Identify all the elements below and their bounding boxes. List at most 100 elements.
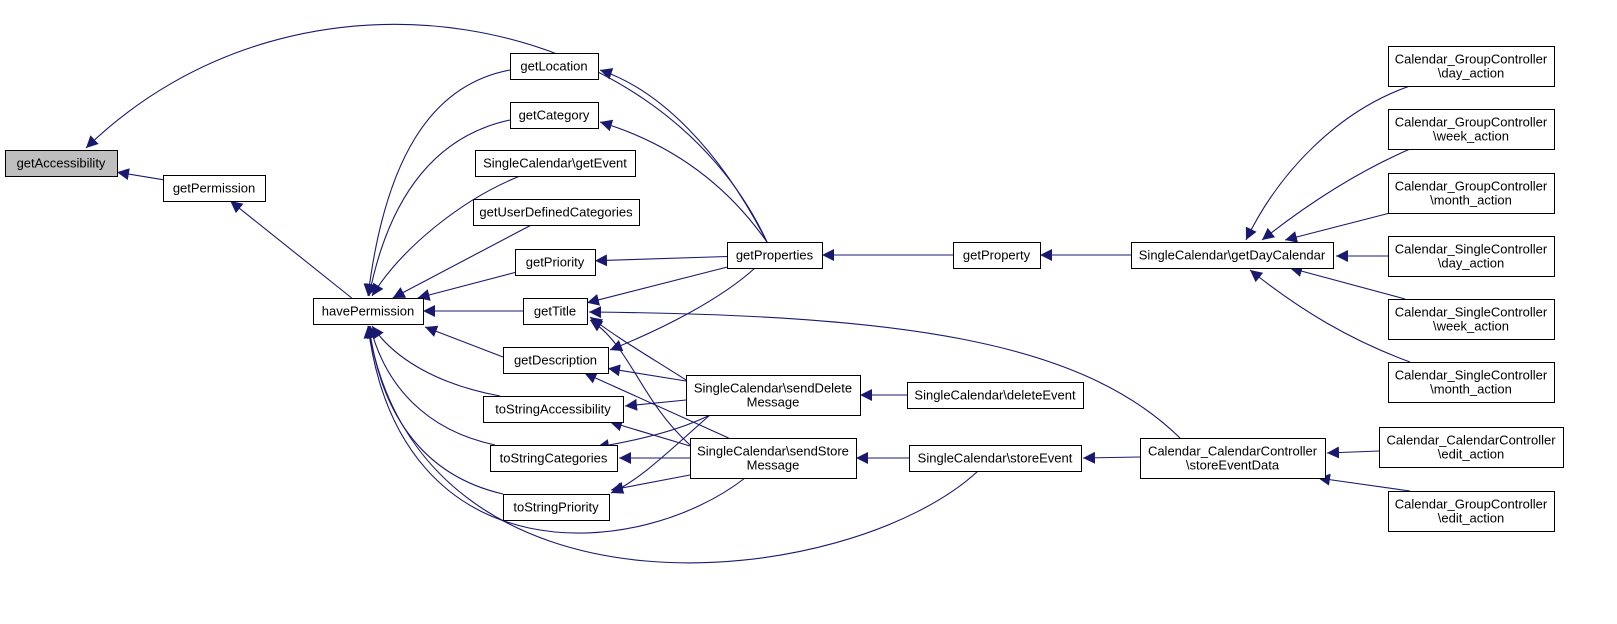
edge-line (610, 474, 691, 494)
edge-line (367, 325, 496, 446)
edge-store-event-data-to-get-title (588, 306, 1181, 439)
node-box (686, 375, 861, 416)
node-label: getLocation (520, 59, 587, 74)
node-store-event[interactable]: SingleCalendar\storeEvent (909, 445, 1082, 472)
edge-get-event-to-have-permission (371, 175, 521, 297)
node-to-string-priority[interactable]: toStringPriority (503, 494, 610, 521)
node-label: Message (747, 458, 800, 473)
edge-send-store-message-to-get-title (589, 319, 691, 446)
node-box (490, 445, 618, 472)
node-box (523, 298, 588, 325)
node-to-string-categories[interactable]: toStringCategories (490, 445, 618, 472)
edge-line (589, 319, 691, 446)
edge-group-day-to-get-day-calendar (1245, 85, 1411, 241)
node-box (1140, 438, 1326, 479)
node-cal-edit[interactable]: Calendar_CalendarController\edit_action (1379, 427, 1564, 468)
node-label: toStringAccessibility (495, 402, 611, 417)
edge-get-category-to-have-permission (365, 119, 511, 297)
node-label: \storeEventData (1186, 458, 1280, 473)
node-group-month[interactable]: Calendar_GroupController\month_action (1388, 173, 1555, 214)
node-get-day-calendar[interactable]: SingleCalendar\getDayCalendar (1131, 242, 1334, 269)
edges (85, 23, 1411, 564)
node-get-description[interactable]: getDescription (503, 347, 609, 374)
node-box (1388, 491, 1555, 532)
node-box (483, 396, 624, 423)
node-label: getPermission (173, 181, 255, 196)
node-single-week[interactable]: Calendar_SingleController\week_action (1388, 299, 1555, 340)
nodes: getAccessibility getPermission havePermiss… (5, 46, 1564, 532)
node-label: SingleCalendar\sendStore (697, 444, 849, 459)
node-label: \edit_action (1438, 447, 1505, 462)
node-get-user-defined-categories[interactable]: getUserDefinedCategories (473, 199, 640, 226)
node-label: Calendar_GroupController (1395, 179, 1548, 194)
node-label: toStringPriority (513, 500, 599, 515)
node-box (473, 199, 640, 226)
node-box (1388, 299, 1555, 340)
node-single-month[interactable]: Calendar_SingleController\month_action (1388, 362, 1555, 403)
node-label: \month_action (1430, 382, 1512, 397)
edge-send-store-message-to-to-string-priority (610, 474, 691, 494)
edge-get-properties-to-get-accessibility (85, 23, 768, 243)
node-label: SingleCalendar\deleteEvent (914, 388, 1076, 403)
edge-line (1284, 212, 1391, 243)
node-box (510, 53, 599, 80)
node-get-priority[interactable]: getPriority (515, 249, 596, 276)
edge-single-month-to-get-day-calendar (1249, 269, 1411, 363)
node-label: getProperty (963, 248, 1031, 263)
edge-cal-edit-to-store-event-data (1326, 446, 1380, 459)
node-label: getTitle (534, 304, 576, 319)
node-label: Calendar_SingleController (1395, 368, 1548, 383)
edge-send-store-message-to-get-description (584, 372, 729, 439)
node-get-property[interactable]: getProperty (953, 242, 1041, 269)
node-label: getDescription (514, 353, 597, 368)
node-get-title[interactable]: getTitle (523, 298, 588, 325)
node-label: Calendar_CalendarController (1148, 444, 1318, 459)
node-single-day[interactable]: Calendar_SingleController\day_action (1388, 236, 1555, 277)
edge-to-string-accessibility-to-have-permission (371, 325, 501, 397)
node-box (690, 438, 857, 479)
edge-line (417, 271, 516, 301)
node-group-week[interactable]: Calendar_GroupController\week_action (1388, 109, 1555, 150)
node-get-permission[interactable]: getPermission (163, 175, 266, 202)
edge-line (594, 254, 728, 267)
edge-line (624, 398, 687, 411)
node-group-edit[interactable]: Calendar_GroupController\edit_action (1388, 491, 1555, 532)
edge-to-string-categories-to-have-permission (367, 325, 496, 446)
edge-line (588, 306, 1181, 439)
node-box (503, 494, 610, 521)
node-store-event-data[interactable]: Calendar_CalendarController\storeEventDa… (1140, 438, 1326, 479)
node-get-properties[interactable]: getProperties (727, 242, 823, 269)
node-label: Calendar_GroupController (1395, 497, 1548, 512)
edge-single-week-to-get-day-calendar (1289, 265, 1406, 300)
node-label: getProperties (736, 248, 814, 263)
node-box (1388, 173, 1555, 214)
node-group-day[interactable]: Calendar_GroupController\day_action (1388, 46, 1555, 87)
edge-get-properties-to-get-priority (594, 254, 728, 267)
edge-get-permission-to-get-accessibility (116, 168, 164, 181)
edge-get-properties-to-get-category (599, 119, 768, 243)
edge-line (596, 414, 711, 451)
node-box (503, 347, 609, 374)
node-have-permission[interactable]: havePermission (313, 298, 424, 325)
node-box (510, 102, 599, 129)
node-label: Calendar_GroupController (1395, 52, 1548, 67)
node-label: \day_action (1438, 66, 1505, 81)
edge-line (1245, 85, 1411, 241)
node-get-event[interactable]: SingleCalendar\getEvent (475, 150, 636, 177)
node-delete-event[interactable]: SingleCalendar\deleteEvent (907, 382, 1084, 409)
node-get-location[interactable]: getLocation (510, 53, 599, 80)
node-get-category[interactable]: getCategory (510, 102, 599, 129)
node-to-string-accessibility[interactable]: toStringAccessibility (483, 396, 624, 423)
edge-send-delete-message-to-get-description (607, 364, 687, 382)
edge-line (584, 372, 729, 439)
edge-line (392, 224, 532, 299)
node-label: SingleCalendar\storeEvent (918, 451, 1073, 466)
edge-line (364, 325, 979, 564)
edge-line (599, 68, 768, 243)
node-box (1388, 109, 1555, 150)
node-get-accessibility[interactable]: getAccessibility (5, 150, 118, 177)
edge-line (363, 69, 511, 297)
